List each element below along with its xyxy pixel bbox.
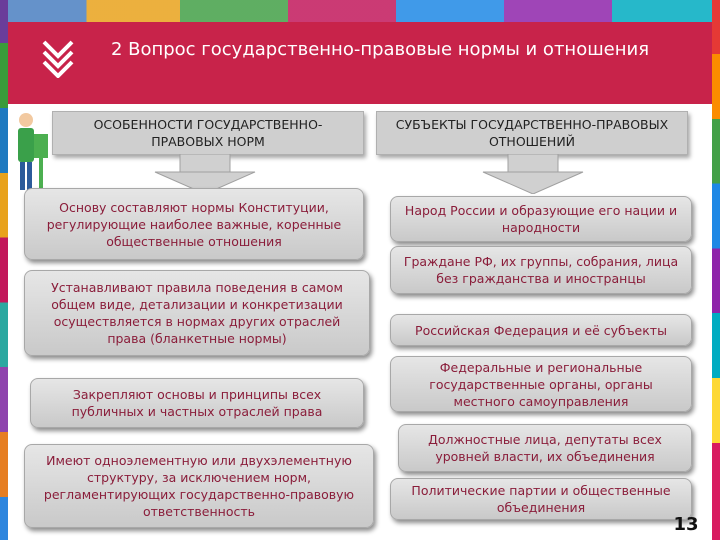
- right-item-2-text: Граждане РФ, их группы, собрания, лица б…: [403, 254, 679, 286]
- right-item-3: Российская Федерация и её субъекты: [390, 314, 692, 346]
- title-banner: [8, 22, 712, 104]
- left-item-3-text: Закрепляют основы и принципы всех публич…: [71, 387, 323, 419]
- right-decor-strip: [712, 0, 720, 540]
- right-item-6-text: Политические партии и общественные объед…: [411, 483, 671, 515]
- left-item-2-text: Устанавливают правила поведения в самом …: [51, 280, 343, 346]
- right-item-4-text: Федеральные и региональные государственн…: [429, 359, 653, 409]
- left-item-2: Устанавливают правила поведения в самом …: [24, 270, 370, 356]
- right-item-2: Граждане РФ, их группы, собрания, лица б…: [390, 246, 692, 294]
- right-item-1: Народ России и образующие его нации и на…: [390, 196, 692, 242]
- left-item-3: Закрепляют основы и принципы всех публич…: [30, 378, 364, 428]
- page-number: 13: [673, 514, 699, 535]
- right-down-arrow-icon: [482, 154, 584, 194]
- right-column-header: СУБЪЕКТЫ ГОСУДАРСТВЕННО-ПРАВОВЫХ ОТНОШЕН…: [376, 111, 688, 155]
- right-item-5: Должностные лица, депутаты всех уровней …: [398, 424, 692, 472]
- right-item-3-text: Российская Федерация и её субъекты: [415, 322, 667, 338]
- slide-title: 2 Вопрос государственно-правовые нормы и…: [110, 39, 650, 60]
- left-item-4: Имеют одноэлементную или двухэлементную …: [24, 444, 374, 528]
- right-item-4: Федеральные и региональные государственн…: [390, 356, 692, 412]
- right-item-6: Политические партии и общественные объед…: [390, 478, 692, 520]
- left-down-arrow-icon: [154, 154, 256, 194]
- left-item-1-text: Основу составляют нормы Конституции, рег…: [46, 199, 342, 249]
- left-decor-strip: [0, 0, 8, 540]
- left-item-1: Основу составляют нормы Конституции, рег…: [24, 188, 364, 260]
- speaker-figure-icon: [18, 113, 48, 190]
- left-item-4-text: Имеют одноэлементную или двухэлементную …: [43, 453, 355, 519]
- left-column-header: ОСОБЕННОСТИ ГОСУДАРСТВЕННО-ПРАВОВЫХ НОРМ: [52, 111, 364, 155]
- double-chevron-down-icon: [42, 40, 74, 78]
- top-decor-strip: [0, 0, 720, 22]
- right-item-1-text: Народ России и образующие его нации и на…: [404, 203, 678, 235]
- right-item-5-text: Должностные лица, депутаты всех уровней …: [428, 432, 662, 464]
